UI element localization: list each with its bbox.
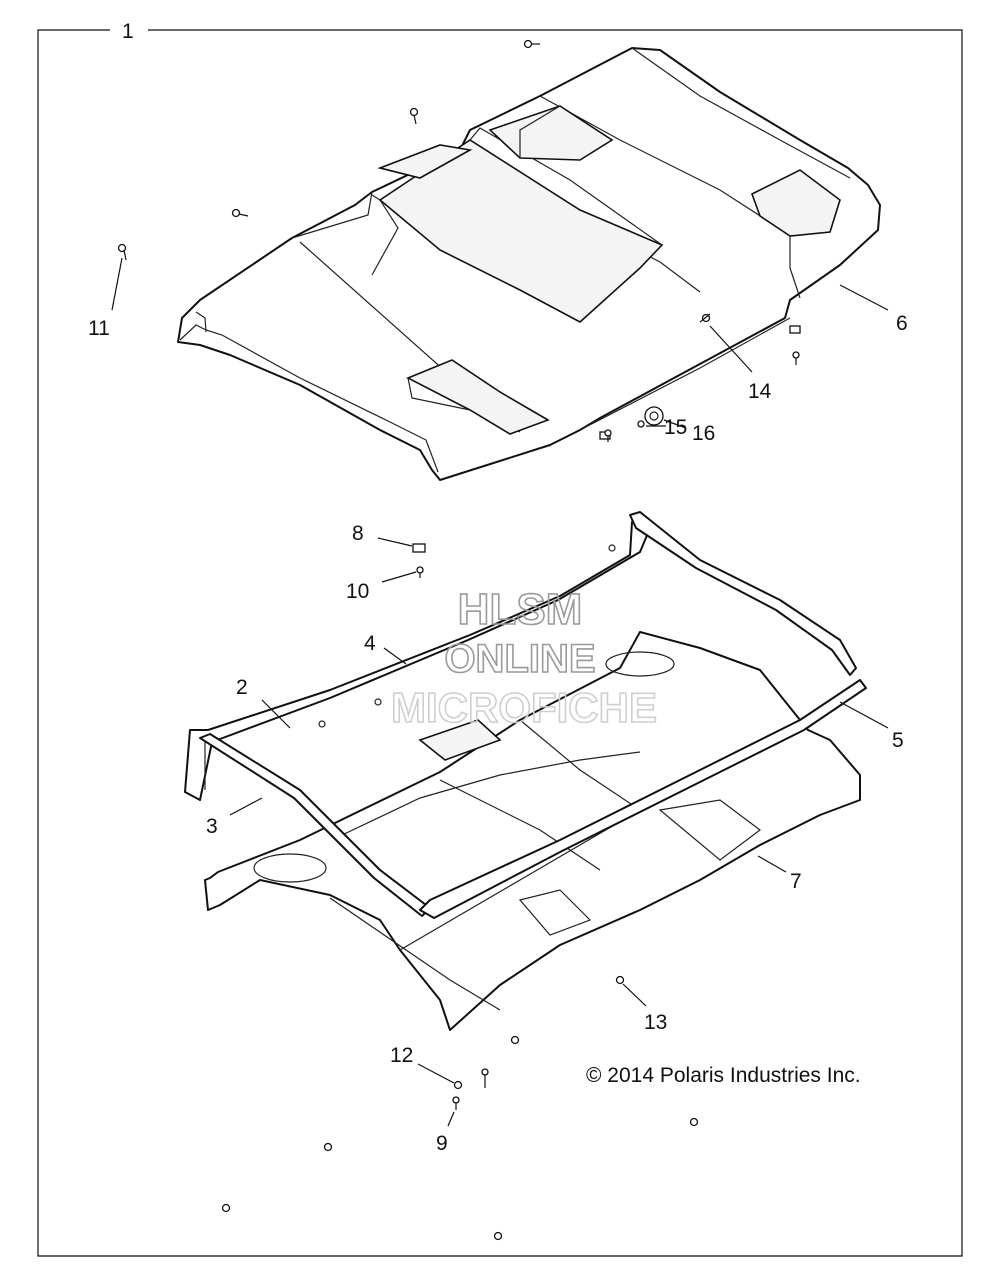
watermark-line-3: MICROFICHE (391, 684, 657, 731)
callouts: 11 6 14 16 15 8 10 4 2 5 3 7 13 12 9 (88, 257, 908, 1155)
callout-10: 10 (346, 580, 369, 603)
callout-15: 15 (664, 416, 687, 439)
callout-13: 13 (644, 1011, 667, 1034)
callout-16: 16 (692, 422, 715, 445)
screw-icon (604, 429, 612, 442)
nut-icon (323, 1142, 333, 1152)
clip-icon (789, 325, 801, 334)
nut-icon (221, 1203, 231, 1213)
screw-icon (615, 975, 625, 985)
callout-8: 8 (352, 522, 364, 545)
right-speaker-opening (605, 651, 675, 677)
roof-panel (177, 47, 881, 481)
washer-icon (637, 420, 645, 428)
screw-icon (117, 243, 127, 261)
watermark: HLSM ONLINE MICROFICHE (390, 584, 658, 732)
screw-icon (510, 1035, 520, 1045)
callout-5: 5 (892, 729, 904, 752)
screw-icon (481, 1068, 489, 1088)
screw-icon (792, 351, 800, 365)
callout-6: 6 (896, 312, 908, 335)
screw-icon (452, 1096, 460, 1110)
nut-icon (493, 1231, 503, 1241)
fasteners (117, 39, 801, 1241)
screw-icon (523, 39, 540, 49)
nut-icon (689, 1117, 699, 1127)
screw-icon (231, 208, 249, 218)
headliner (204, 631, 861, 1031)
roof-frame (184, 511, 867, 919)
callout-3: 3 (206, 815, 218, 838)
callout-14: 14 (748, 380, 772, 403)
screw-icon (409, 107, 419, 125)
washer-icon (453, 1080, 463, 1090)
diagram-frame (37, 29, 963, 1257)
copyright-notice: © 2014 Polaris Industries Inc. (586, 1064, 861, 1087)
screw-icon (416, 566, 424, 578)
clip-icon (412, 543, 426, 553)
callout-2: 2 (236, 676, 248, 699)
callout-4: 4 (364, 632, 376, 655)
bolt-icon (699, 313, 711, 323)
left-speaker-opening (253, 853, 327, 883)
callout-9: 9 (436, 1132, 448, 1155)
watermark-line-1: HLSM (458, 585, 583, 634)
callout-11: 11 (88, 317, 110, 340)
headliner-light-opening (418, 719, 502, 761)
watermark-line-2: ONLINE (444, 637, 595, 681)
callout-7: 7 (790, 870, 802, 893)
callout-12: 12 (390, 1044, 413, 1067)
grommet-icon (644, 406, 664, 426)
assembly-callout-1: 1 (122, 20, 134, 43)
